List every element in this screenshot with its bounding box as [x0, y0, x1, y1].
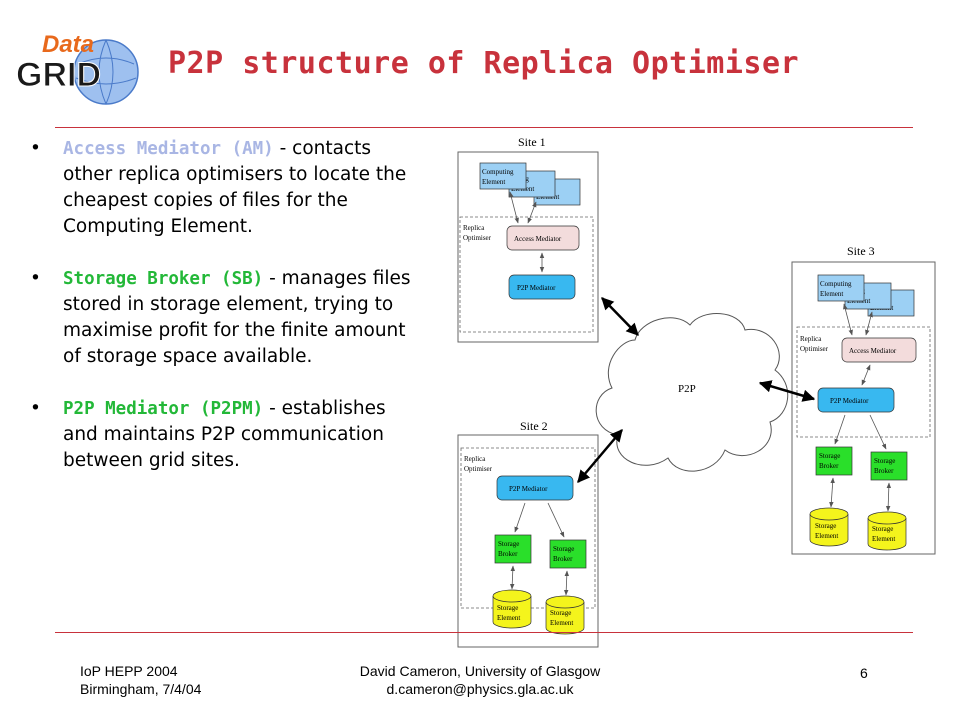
p2p-mediator-box: [817, 387, 895, 413]
page-title: P2P structure of Replica Optimiser: [168, 46, 800, 81]
svg-text:Element: Element: [872, 535, 895, 543]
link-site1-cloud: [601, 297, 639, 336]
footer-author-name: David Cameron, University of Glasgow: [359, 663, 601, 679]
footer-event: IoP HEPP 2004 Birmingham, 7/4/04: [80, 662, 201, 698]
site-1-label: Site 1: [518, 135, 546, 149]
svg-text:Storage: Storage: [874, 457, 895, 465]
cloud-label: P2P: [678, 383, 696, 395]
site-2: Site 2 Replica Optimiser P2P Mediator St…: [457, 419, 599, 648]
footer-author: David Cameron, University of Glasgow d.c…: [300, 662, 660, 698]
site-3: Site 3 puting Element puting Element Com…: [791, 244, 936, 555]
p2p-mediator-box: [508, 274, 576, 300]
storage-broker-box: [870, 451, 908, 481]
site-1: Site 1 puting Element puting Element Com…: [457, 135, 599, 343]
storage-broker-box: [549, 539, 587, 569]
svg-text:Computing: Computing: [820, 280, 852, 288]
p2p-mediator-box: [496, 475, 574, 501]
svg-text:Access Mediator: Access Mediator: [849, 347, 897, 355]
svg-text:P2P Mediator: P2P Mediator: [517, 284, 556, 292]
access-mediator-box: [506, 225, 580, 251]
svg-text:Computing: Computing: [482, 168, 514, 176]
bullet-dot: •: [30, 398, 41, 419]
storage-element-cylinder: Storage Element: [809, 507, 849, 547]
svg-text:Replica: Replica: [463, 224, 485, 232]
top-divider: [55, 127, 913, 128]
footer-event-name: IoP HEPP 2004: [80, 663, 178, 679]
svg-text:Element: Element: [815, 532, 838, 540]
svg-text:Storage: Storage: [553, 545, 574, 553]
svg-text:Storage: Storage: [498, 540, 519, 548]
datagrid-logo: Data GRID: [16, 31, 139, 105]
svg-text:Storage: Storage: [819, 452, 840, 460]
bullet-access-mediator: • Access Mediator (AM) - contacts other …: [30, 136, 425, 240]
desc-p2p-mediator: - establishes and maintains P2P communic…: [63, 398, 386, 471]
bottom-divider: [55, 632, 913, 633]
bullet-dot: •: [30, 138, 41, 159]
storage-element-cylinder: Storage Element: [867, 511, 907, 551]
bullet-dot: •: [30, 268, 41, 289]
svg-text:Storage: Storage: [815, 522, 836, 530]
svg-text:Optimiser: Optimiser: [800, 345, 829, 353]
storage-broker-box: [815, 446, 853, 476]
logo-data-text: Data: [42, 31, 94, 58]
footer-event-date: Birmingham, 7/4/04: [80, 681, 202, 697]
svg-text:Storage: Storage: [497, 604, 518, 612]
replica-optimiser-box: [459, 216, 594, 333]
svg-text:Element: Element: [550, 619, 573, 627]
site-3-label: Site 3: [847, 244, 875, 258]
svg-text:Storage: Storage: [550, 609, 571, 617]
svg-text:Broker: Broker: [874, 467, 894, 475]
desc-access-mediator: - contacts other replica optimisers to l…: [63, 138, 407, 237]
term-p2p-mediator: P2P Mediator (P2PM): [63, 399, 264, 419]
p2p-architecture-diagram: Site 1 puting Element puting Element Com…: [457, 135, 936, 648]
footer-author-email: d.cameron@physics.gla.ac.uk: [386, 681, 574, 697]
bullet-p2p-mediator: • P2P Mediator (P2PM) - establishes and …: [30, 396, 425, 474]
bullet-list: • Access Mediator (AM) - contacts other …: [30, 136, 425, 500]
site-2-label: Site 2: [520, 419, 548, 433]
svg-text:Storage: Storage: [872, 525, 893, 533]
svg-text:Broker: Broker: [498, 550, 518, 558]
svg-text:Replica: Replica: [464, 455, 486, 463]
computing-element-box: [479, 162, 527, 190]
desc-storage-broker: - manages files stored in storage elemen…: [63, 268, 411, 367]
svg-text:Access Mediator: Access Mediator: [514, 235, 562, 243]
link-cloud-site3: [758, 380, 816, 402]
svg-text:Optimiser: Optimiser: [463, 234, 492, 242]
term-storage-broker: Storage Broker (SB): [63, 269, 264, 289]
svg-text:Broker: Broker: [819, 462, 839, 470]
access-mediator-box: [841, 337, 917, 363]
storage-element-cylinder: Storage Element: [545, 595, 585, 635]
svg-text:Element: Element: [497, 614, 520, 622]
storage-broker-box: [494, 534, 532, 564]
storage-element-cylinder: Storage Element: [492, 589, 532, 629]
logo-grid-text: GRID: [16, 56, 101, 94]
computing-element-box: [817, 274, 865, 302]
svg-text:Replica: Replica: [800, 335, 822, 343]
svg-text:P2P Mediator: P2P Mediator: [830, 397, 869, 405]
svg-text:P2P Mediator: P2P Mediator: [509, 485, 548, 493]
link-cloud-site2: [577, 429, 623, 483]
term-access-mediator: Access Mediator (AM): [63, 139, 274, 159]
page-number: 6: [860, 665, 868, 681]
svg-text:Element: Element: [820, 290, 843, 298]
bullet-storage-broker: • Storage Broker (SB) - manages files st…: [30, 266, 425, 370]
p2p-cloud: P2P: [595, 313, 789, 472]
svg-text:Optimiser: Optimiser: [464, 465, 493, 473]
svg-text:Element: Element: [482, 178, 505, 186]
svg-text:Broker: Broker: [553, 555, 573, 563]
